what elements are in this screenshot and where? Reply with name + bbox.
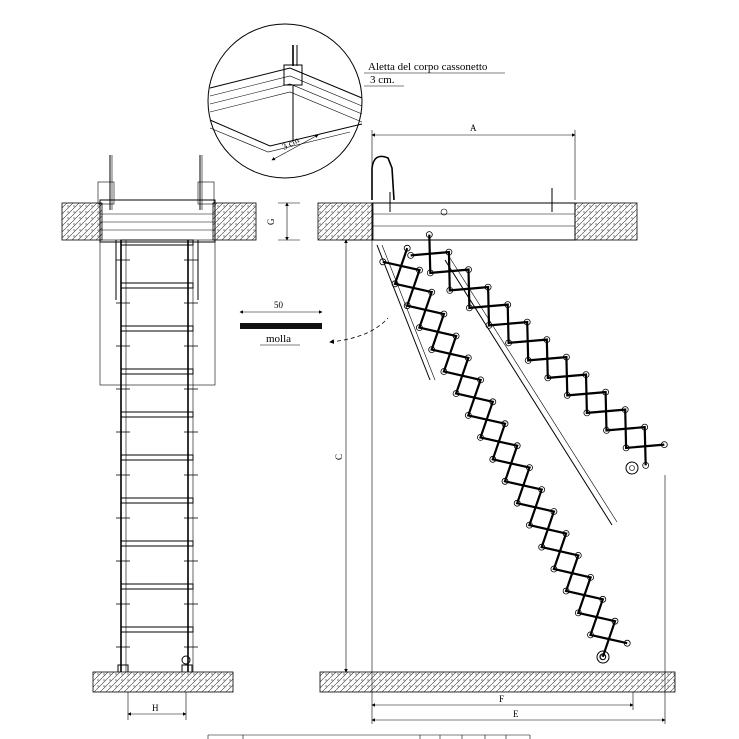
tread <box>120 411 194 418</box>
table-stub <box>207 734 531 739</box>
floor-side <box>319 671 676 693</box>
box-frame <box>99 199 216 243</box>
dim-a: A <box>470 123 477 133</box>
spring-detail: 50 molla <box>239 300 389 346</box>
wheel-lower <box>596 650 610 664</box>
dim-e: E <box>513 709 519 719</box>
floor-front <box>92 671 234 693</box>
tread <box>120 497 194 504</box>
detail-dim-label: 3 cm <box>280 135 300 152</box>
tread <box>120 626 194 633</box>
tread <box>120 454 194 461</box>
ceiling-slab-right <box>212 202 257 241</box>
dim-h: H <box>152 703 159 713</box>
detail-callout: 3 cm Aletta del corpo cassonetto 3 cm. <box>207 23 505 179</box>
scissor-mechanism <box>379 231 668 661</box>
front-view: H G <box>61 155 300 720</box>
callout-subtitle: 3 cm. <box>370 74 395 86</box>
spring-label: molla <box>266 333 291 345</box>
ceiling-slab-side-right <box>574 202 638 241</box>
ceiling-slab-left <box>61 202 103 241</box>
tread <box>120 583 194 590</box>
detail-circle <box>207 23 363 179</box>
ceiling-slab-side-left <box>317 202 374 241</box>
tread <box>120 540 194 547</box>
tread <box>120 368 194 375</box>
front-treads <box>116 239 198 648</box>
dim-g: G <box>266 218 276 225</box>
tread <box>120 325 194 332</box>
tread <box>120 282 194 289</box>
callout-title: Aletta del corpo cassonetto <box>368 61 488 73</box>
wheel-upper <box>625 461 639 475</box>
dim-f: F <box>499 694 504 704</box>
tread <box>120 239 194 246</box>
detail-bracket <box>283 45 303 140</box>
side-view: A C F E <box>317 123 676 724</box>
handrail-folded <box>376 244 431 381</box>
box-side <box>371 202 576 241</box>
handrail-hook <box>371 155 395 201</box>
handrail-deployed <box>444 259 613 526</box>
dim-c: C <box>334 454 344 460</box>
detail-frame-corner <box>209 67 363 153</box>
spring-icon <box>240 323 322 329</box>
spring-dim: 50 <box>274 300 284 310</box>
